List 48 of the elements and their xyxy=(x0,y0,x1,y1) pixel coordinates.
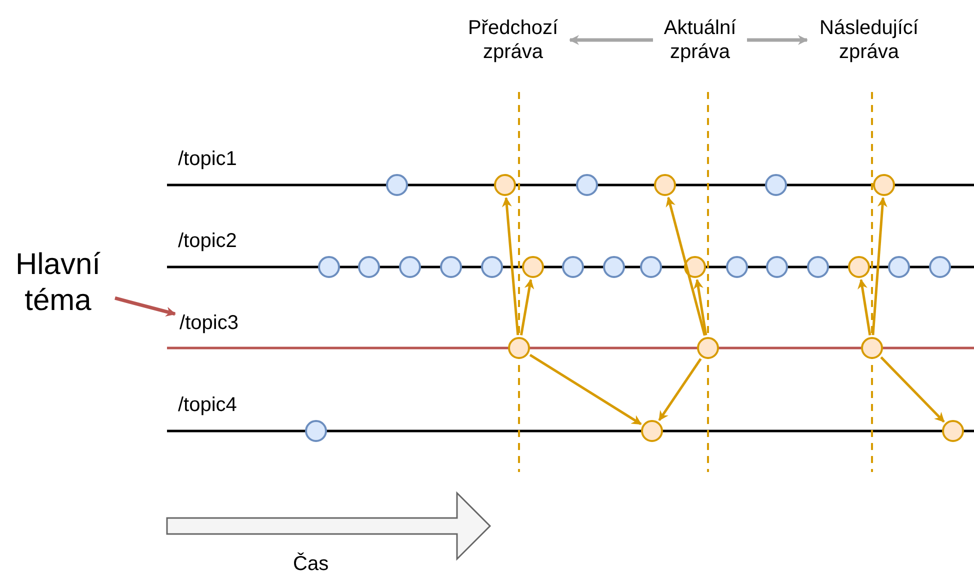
message-circle xyxy=(640,256,662,278)
arrow xyxy=(858,278,872,336)
message-circle xyxy=(522,256,544,278)
arrow xyxy=(502,196,520,336)
message-circle xyxy=(318,256,340,278)
message-label: Předchozí zpráva xyxy=(458,16,568,64)
message-circle xyxy=(562,256,584,278)
topic-name: /topic3 xyxy=(177,311,241,335)
arrow xyxy=(529,354,642,426)
topic-name: /topic4 xyxy=(178,394,237,417)
message-circle xyxy=(888,256,910,278)
axis-label: Čas xyxy=(293,553,329,576)
message-circle xyxy=(861,337,883,359)
message-circle xyxy=(494,174,516,196)
message-label: Aktuální zpráva xyxy=(655,16,745,64)
message-circle xyxy=(481,256,503,278)
message-circle xyxy=(765,174,787,196)
message-circle xyxy=(697,337,719,359)
message-circle xyxy=(726,256,748,278)
message-circle xyxy=(386,174,408,196)
message-circle xyxy=(399,256,421,278)
topic-annotation: Hlavní téma xyxy=(3,247,113,319)
message-circle xyxy=(603,256,625,278)
message-circle xyxy=(440,256,462,278)
arrow xyxy=(114,296,176,317)
arrow xyxy=(520,278,534,336)
arrow xyxy=(872,196,888,336)
message-circle xyxy=(942,420,964,442)
message-circle xyxy=(654,174,676,196)
message-circle xyxy=(508,337,530,359)
arrow xyxy=(666,196,706,336)
message-circle xyxy=(358,256,380,278)
message-circle xyxy=(305,420,327,442)
message-circle xyxy=(576,174,598,196)
arrow xyxy=(694,278,708,336)
arrow xyxy=(880,356,945,423)
message-circle xyxy=(848,256,870,278)
arrow xyxy=(569,35,653,45)
topic-name: /topic1 xyxy=(178,148,237,171)
arrow xyxy=(658,358,702,422)
message-circle xyxy=(929,256,951,278)
message-circle xyxy=(766,256,788,278)
arrow xyxy=(747,35,808,45)
message-label: Následující zpráva xyxy=(809,16,929,64)
message-circle xyxy=(641,420,663,442)
topic-name: /topic2 xyxy=(178,230,237,253)
message-circle xyxy=(807,256,829,278)
message-circle xyxy=(873,174,895,196)
